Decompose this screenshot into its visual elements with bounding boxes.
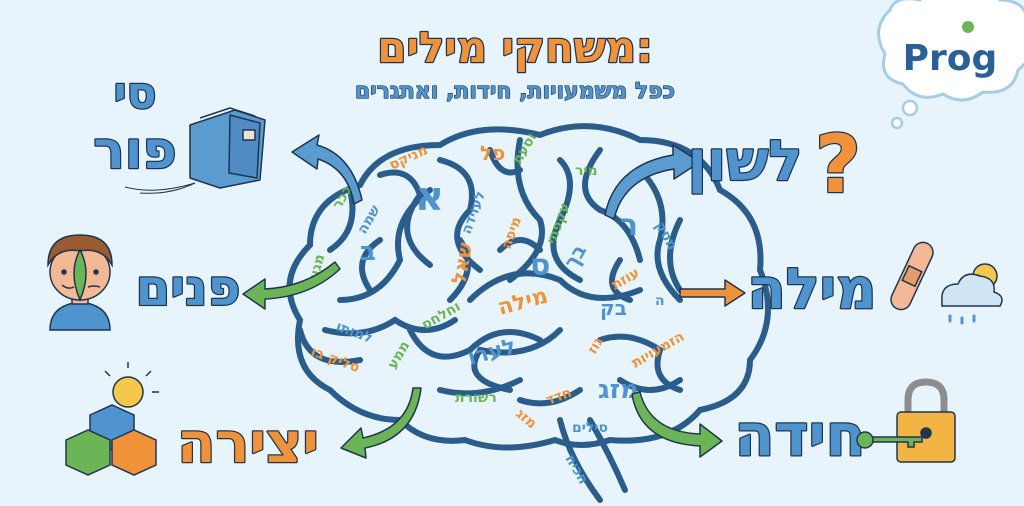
brain-word: א [415, 174, 444, 220]
cubes-sun-icon [65, 362, 159, 476]
brain-word: בק [600, 296, 627, 320]
question-mark-icon: ? [814, 117, 863, 213]
brain-word: סילים [572, 420, 608, 436]
arrow-to-mila [679, 279, 746, 307]
brain-word: לערו [465, 334, 519, 371]
book-icon [124, 107, 266, 194]
brain-word: ב [360, 237, 376, 267]
brain-word: מיר [575, 163, 598, 179]
brain-word: חדד [544, 385, 574, 409]
brain-word: וסעת [510, 130, 540, 167]
arrow-to-sipur [291, 134, 363, 205]
brain-word: רשורת [455, 390, 497, 406]
arrow-to-yetzira [340, 387, 422, 459]
brain-word: שאל [446, 241, 477, 286]
arrow-to-hida [631, 391, 723, 458]
svg-text:?: ? [815, 118, 861, 211]
brain-word: ה [655, 293, 665, 309]
concept-lashon: לשון [688, 129, 803, 194]
logo[interactable]: Prog [903, 38, 998, 79]
brain-word: גוז [585, 335, 607, 357]
brain-word: שמה [355, 202, 384, 237]
concept-mila: מילה [747, 257, 876, 322]
arrow-to-lashon [604, 144, 701, 220]
page-title: משחקי מילים: [377, 23, 653, 72]
logo-dot-icon [962, 21, 974, 33]
brain-word: מיפה [499, 215, 525, 252]
brain-word: סליק בו [309, 344, 362, 376]
concept-yetzira: יצירה [177, 411, 319, 476]
concept-sipur-bottom: פור [93, 121, 176, 181]
weather-cloud-icon [941, 263, 1003, 325]
brain-word: פל [480, 141, 505, 165]
brain-word: עקפתי [544, 201, 574, 246]
padlock-key-icon [856, 378, 956, 463]
brain-word: מזג [512, 406, 539, 432]
bandage-icon [890, 241, 934, 311]
arrow-to-panim [242, 261, 341, 310]
concept-hida: חידה [735, 401, 866, 469]
page-subtitle: כפל משמעויות, חידות, ואתגרים [355, 79, 675, 104]
brain-word: ר [620, 208, 638, 243]
concept-sipur-top: סי [114, 68, 157, 119]
brain-word: מזג [598, 375, 639, 405]
concept-panim: פנים [135, 259, 240, 317]
brain-word: למותו [334, 319, 375, 347]
brain-word: ממע [385, 338, 414, 372]
brain-word: ס [530, 248, 550, 283]
thought-cloud-icon [877, 0, 1024, 130]
brain-word: מילה [495, 283, 551, 320]
brain-word: לעוידה [459, 189, 489, 236]
two-faces-icon [47, 234, 113, 331]
